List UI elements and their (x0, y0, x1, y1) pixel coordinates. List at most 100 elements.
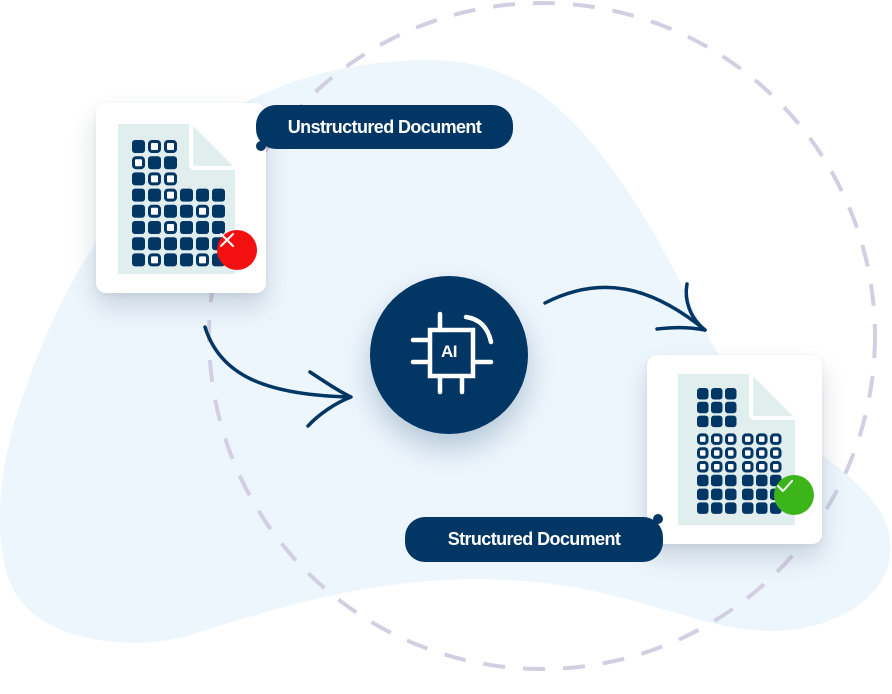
filled-cell (148, 221, 161, 234)
unstructured-document-label: Unstructured Document (256, 105, 513, 151)
unstructured-document-card (96, 103, 266, 293)
structured-document-label: Structured Document (405, 514, 663, 562)
empty-cell (756, 447, 768, 459)
empty-cell (148, 204, 161, 218)
filled-cell (132, 237, 145, 251)
arrow-source-to-ai (203, 325, 353, 428)
filled-cell (711, 474, 723, 487)
unstructured-document-icon (118, 124, 235, 274)
empty-cell (725, 433, 737, 445)
document-fold (749, 374, 795, 420)
empty-cell (164, 172, 177, 186)
filled-cell (742, 488, 754, 501)
filled-cell (742, 502, 754, 514)
check-icon (777, 480, 793, 492)
empty-cell (770, 447, 782, 459)
x-icon (220, 233, 234, 247)
filled-cell (132, 204, 145, 218)
filled-cell (725, 415, 737, 428)
filled-cell (711, 388, 723, 400)
filled-cell (196, 188, 209, 202)
empty-cell (711, 433, 723, 445)
filled-cell (756, 502, 768, 514)
empty-cell (164, 140, 177, 153)
filled-cell (180, 204, 193, 218)
document-fold (189, 124, 235, 170)
filled-cell (164, 253, 177, 267)
filled-cell (742, 474, 754, 487)
filled-cell (196, 237, 209, 251)
filled-cell (756, 474, 768, 487)
empty-cell (742, 447, 754, 459)
filled-cell (697, 388, 709, 400)
empty-cell (711, 447, 723, 459)
filled-cell (711, 415, 723, 428)
filled-cell (756, 488, 768, 501)
empty-cell (196, 204, 209, 218)
empty-cell (725, 447, 737, 459)
empty-cell (697, 433, 709, 445)
filled-cell (180, 188, 193, 202)
filled-cell (196, 221, 209, 234)
filled-cell (212, 204, 225, 218)
empty-cell (756, 433, 768, 445)
filled-cell (180, 221, 193, 234)
filled-cell (697, 488, 709, 501)
filled-cell (132, 140, 145, 153)
filled-cell (132, 188, 145, 202)
empty-cell (711, 461, 723, 473)
empty-cell (148, 253, 161, 267)
unstructured-document-text: Unstructured Document (287, 116, 482, 137)
empty-cell (148, 172, 161, 186)
filled-cell (148, 156, 161, 170)
pill-connector-dot (256, 141, 266, 151)
filled-cell (164, 156, 177, 170)
pill-connector-dot (653, 514, 663, 524)
filled-cell (711, 488, 723, 501)
ai-label: AI (441, 342, 458, 361)
empty-cell (742, 433, 754, 445)
filled-cell (697, 415, 709, 428)
structured-document-icon (678, 374, 795, 525)
filled-cell (697, 502, 709, 514)
structured-document-text: Structured Document (447, 529, 621, 549)
filled-cell (725, 488, 737, 501)
filled-cell (132, 253, 145, 267)
empty-cell (742, 461, 754, 473)
filled-cell (180, 253, 193, 267)
filled-cell (148, 237, 161, 251)
empty-cell (164, 221, 177, 234)
empty-cell (164, 188, 177, 202)
empty-cell (725, 461, 737, 473)
filled-cell (697, 474, 709, 487)
empty-cell (756, 461, 768, 473)
filled-cell (725, 401, 737, 414)
success-badge (774, 475, 814, 515)
filled-cell (697, 401, 709, 414)
ai-chip-icon (410, 311, 494, 395)
ai-processor: AI (370, 276, 528, 434)
empty-cell (770, 433, 782, 445)
empty-cell (132, 156, 145, 170)
filled-cell (132, 172, 145, 186)
filled-cell (164, 204, 177, 218)
empty-cell (196, 253, 209, 267)
filled-cell (164, 237, 177, 251)
filled-cell (725, 474, 737, 487)
empty-cell (697, 447, 709, 459)
filled-cell (148, 188, 161, 202)
filled-cell (711, 502, 723, 514)
filled-cell (711, 401, 723, 414)
filled-cell (132, 221, 145, 234)
filled-cell (180, 237, 193, 251)
filled-cell (725, 502, 737, 514)
error-badge (217, 230, 257, 270)
empty-cell (148, 140, 161, 153)
empty-cell (697, 461, 709, 473)
empty-cell (770, 461, 782, 473)
structured-document-card (647, 355, 822, 544)
arrow-ai-to-result (543, 282, 707, 332)
filled-cell (212, 188, 225, 202)
filled-cell (725, 388, 737, 400)
filled-cell (212, 221, 225, 234)
